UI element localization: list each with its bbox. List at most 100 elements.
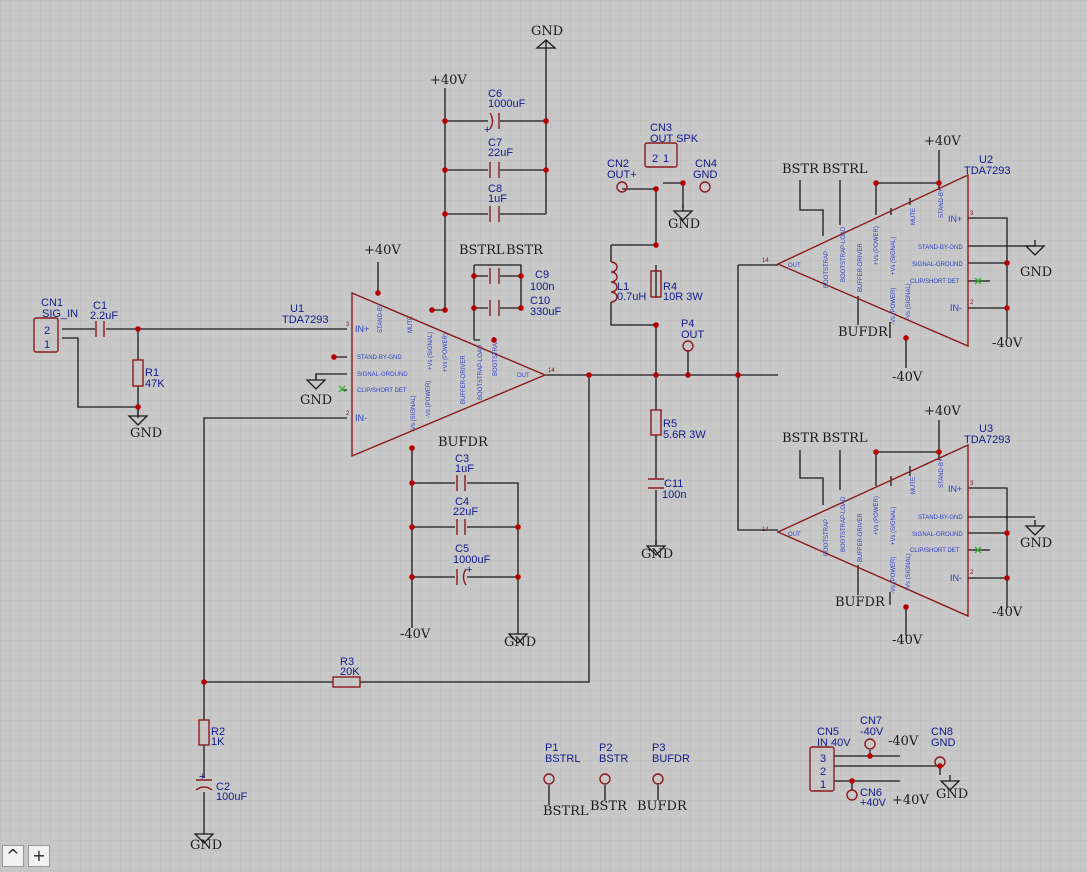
- svg-text:BUFDR: BUFDR: [838, 325, 889, 340]
- zoom-in-button[interactable]: +: [28, 845, 50, 867]
- connector-cn5[interactable]: CN5 IN 40V 321: [809, 726, 851, 792]
- u2-pin-nvsp: -Vs (POWER): [891, 288, 897, 325]
- connector-cn1[interactable]: CN1 SIG_IN 21: [33, 297, 78, 353]
- amplifier-u3[interactable]: U3 TDA7293 IN+ IN- STAND-BY-GND SIGNAL-G…: [762, 423, 1010, 618]
- svg-text:1uF: 1uF: [488, 193, 507, 205]
- svg-text:+: +: [466, 564, 472, 576]
- u3-pin-inm: IN-: [950, 573, 962, 583]
- svg-text:C7: C7: [488, 137, 502, 149]
- svg-text:R4: R4: [663, 281, 677, 293]
- svg-text:C8: C8: [488, 183, 502, 195]
- no-connect-marker: [974, 277, 982, 285]
- svg-text:GND: GND: [931, 737, 956, 749]
- svg-text:3: 3: [820, 753, 826, 765]
- svg-text:C4: C4: [455, 496, 469, 508]
- u3-pin-vsp: +Vs (POWER): [874, 496, 880, 535]
- svg-text:100n: 100n: [662, 489, 686, 501]
- svg-text:BUFDR: BUFDR: [637, 799, 688, 814]
- u3-ref: U3: [979, 423, 993, 435]
- u2-value: TDA7293: [964, 165, 1010, 177]
- u2-pin-bd: BUFFER-DRIVER: [858, 243, 864, 292]
- svg-text:R1: R1: [145, 367, 159, 379]
- svg-text:BSTR: BSTR: [782, 162, 820, 177]
- no-connect-marker: [338, 385, 346, 393]
- svg-text:100n: 100n: [530, 281, 554, 293]
- junctions: [135, 118, 1010, 784]
- svg-text:BSTRL: BSTRL: [543, 804, 589, 819]
- svg-text:+40V: +40V: [892, 793, 929, 808]
- svg-text:+40V: +40V: [924, 404, 961, 419]
- svg-text:1K: 1K: [211, 736, 225, 748]
- u2-pin-inp: IN+: [948, 214, 962, 224]
- u3-pin-bd: BUFFER-DRIVER: [858, 513, 864, 562]
- svg-text:BSTR: BSTR: [782, 431, 820, 446]
- svg-text:-40V: -40V: [400, 627, 431, 642]
- u3-pin-vss: +Vs (SIGNAL): [891, 507, 897, 545]
- svg-text:GND: GND: [668, 217, 700, 232]
- svg-text:R2: R2: [211, 726, 225, 738]
- svg-text:C3: C3: [455, 453, 469, 465]
- svg-text:1000uF: 1000uF: [453, 554, 491, 566]
- svg-text:330uF: 330uF: [530, 306, 561, 318]
- svg-text:R5: R5: [663, 418, 677, 430]
- u1-pin-csd: CLIP/SHORT DET: [357, 388, 407, 394]
- svg-text:20K: 20K: [340, 666, 360, 678]
- amplifier-u2[interactable]: U2 TDA7293 IN+ IN- STAND-BY-GND SIGNAL-G…: [762, 154, 1010, 348]
- svg-text:BUFDR: BUFDR: [835, 595, 886, 610]
- svg-text:IN 40V: IN 40V: [817, 737, 851, 749]
- u1-pin-bs: BOOTSTRAP: [493, 339, 499, 376]
- u1-pin-inm: IN-: [355, 413, 367, 423]
- u1-pin-inp: IN+: [355, 324, 369, 334]
- svg-text:22uF: 22uF: [453, 506, 478, 518]
- svg-text:OUT SPK: OUT SPK: [650, 133, 699, 145]
- amplifier-u1[interactable]: U1 TDA7293 IN+ IN- STAND-BY-GND SIGNAL-G…: [282, 291, 555, 458]
- collapse-button[interactable]: ^: [2, 845, 24, 867]
- svg-text:OUT+: OUT+: [607, 169, 637, 181]
- ground-symbols: [128, 39, 1045, 844]
- u1-ref: U1: [290, 303, 304, 315]
- u2-pin-out: OUT: [788, 263, 801, 269]
- svg-text:2: 2: [44, 325, 50, 337]
- svg-text:BSTRL: BSTRL: [459, 243, 505, 258]
- svg-text:C10: C10: [530, 295, 550, 307]
- svg-text:+40V: +40V: [860, 797, 887, 809]
- svg-text:-40V: -40V: [888, 734, 919, 749]
- svg-text:1: 1: [663, 153, 669, 165]
- u2-ref: U2: [979, 154, 993, 166]
- svg-text:0.7uH: 0.7uH: [617, 291, 646, 303]
- u1-pin-sb: STAND-BY: [378, 303, 384, 333]
- svg-text:CN6: CN6: [860, 787, 882, 799]
- svg-text:2: 2: [970, 300, 974, 306]
- svg-text:-40V: -40V: [860, 726, 884, 738]
- svg-text:3: 3: [346, 322, 350, 328]
- svg-text:GND: GND: [531, 24, 563, 39]
- u2-pin-inm: IN-: [950, 303, 962, 313]
- svg-text:10R 3W: 10R 3W: [663, 291, 703, 303]
- u3-pin-stb: STAND-BY-GND: [918, 515, 963, 521]
- svg-text:P3: P3: [652, 742, 665, 754]
- svg-text:P2: P2: [599, 742, 612, 754]
- svg-text:C6: C6: [488, 88, 502, 100]
- svg-text:+40V: +40V: [430, 73, 467, 88]
- svg-text:GND: GND: [1020, 536, 1052, 551]
- svg-text:GND: GND: [504, 635, 536, 650]
- u2-pin-csd: CLIP/SHORT DET: [910, 279, 960, 285]
- u3-pin-nvss: -Vs (SIGNAL): [906, 553, 912, 590]
- u1-pin-out: OUT: [517, 373, 530, 379]
- svg-text:BUFDR: BUFDR: [438, 435, 489, 450]
- svg-text:+: +: [484, 124, 490, 136]
- svg-text:CN3: CN3: [650, 122, 672, 134]
- svg-text:SIG_IN: SIG_IN: [42, 308, 78, 320]
- svg-text:1: 1: [44, 339, 50, 351]
- svg-text:BSTR: BSTR: [506, 243, 544, 258]
- u1-value: TDA7293: [282, 314, 328, 326]
- svg-text:2: 2: [820, 766, 826, 778]
- svg-text:-40V: -40V: [992, 605, 1023, 620]
- svg-text:-40V: -40V: [892, 633, 923, 648]
- svg-text:3: 3: [970, 211, 974, 217]
